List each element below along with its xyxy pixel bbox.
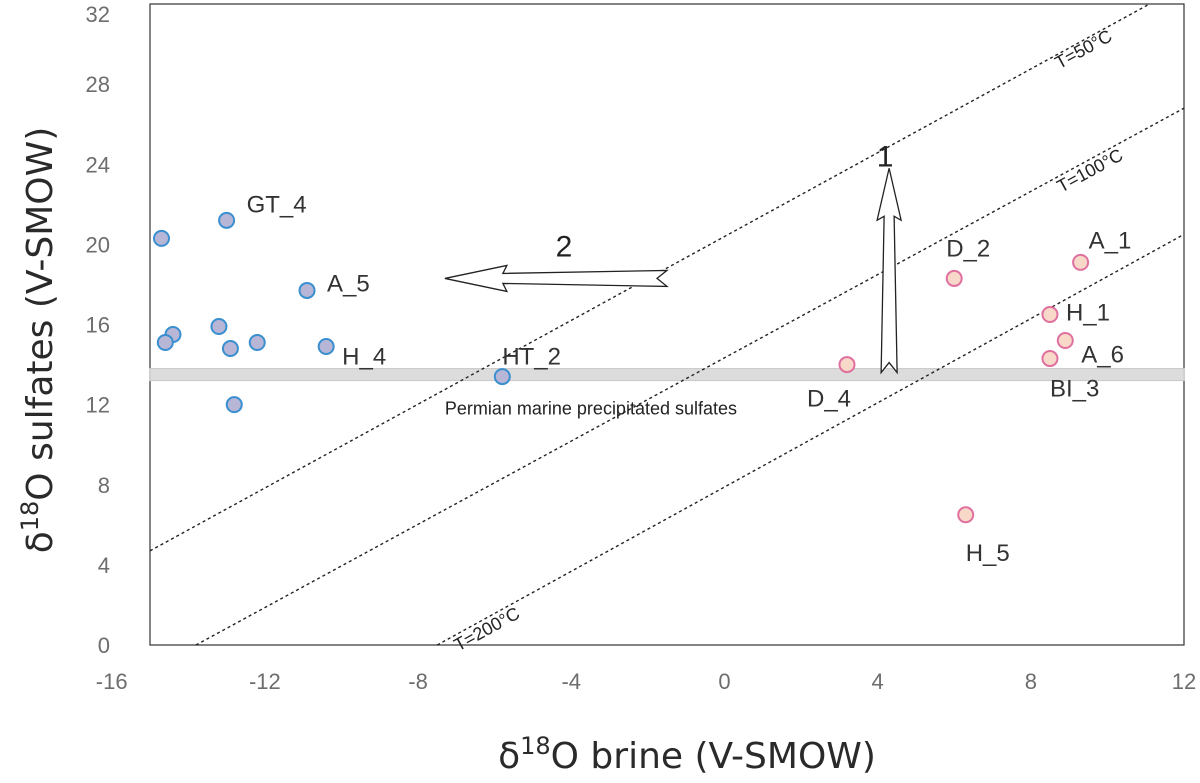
data-point: [248, 334, 266, 352]
data-point: [1072, 253, 1090, 271]
data-point: [1041, 350, 1059, 368]
data-point: [317, 338, 335, 356]
isotherm-label: T=50°C: [1052, 26, 1116, 73]
plot-frame: [149, 3, 1185, 646]
data-point: [221, 340, 239, 358]
isotherm-label: T=200°C: [451, 603, 524, 655]
isotherm-line: [436, 233, 1185, 646]
point-label: D_2: [946, 235, 990, 262]
data-point: [1041, 305, 1059, 323]
point-label: H_1: [1066, 299, 1110, 326]
isotherm-line: [195, 107, 1185, 646]
point-label: H_5: [966, 540, 1010, 567]
point-label: HT_2: [502, 344, 561, 371]
point-label: BI_3: [1050, 376, 1099, 403]
y-tick-label: 4: [98, 553, 110, 578]
arrow-1: [876, 168, 903, 375]
y-tick-label: 24: [86, 152, 110, 177]
x-tick-label: 12: [1172, 669, 1196, 694]
data-point: [957, 506, 975, 524]
x-ticks: -16 -12 -8 -4 0 4 8 12: [96, 669, 1196, 694]
data-point: [493, 368, 511, 386]
isotherm-line: [149, 3, 1150, 552]
x-tick-label: -12: [249, 669, 281, 694]
point-label: A_6: [1081, 342, 1124, 369]
data-point: [152, 229, 170, 247]
arrows: 21: [444, 140, 903, 375]
band-label: Permian marine precipitated sulfates: [445, 399, 737, 419]
isotherm-label: T=100°C: [1054, 145, 1127, 197]
y-axis-title: δ18O sulfates (V-SMOW): [16, 127, 61, 554]
x-tick-label: 0: [718, 669, 730, 694]
y-tick-label: 20: [86, 232, 110, 257]
y-ticks: 0 4 8 12 16 20 24 28 32: [86, 2, 110, 658]
x-tick-label: -4: [561, 669, 581, 694]
arrow-label: 2: [556, 230, 573, 263]
y-tick-label: 8: [98, 473, 110, 498]
permian-sulfate-band: [149, 368, 1185, 382]
x-tick-label: 4: [872, 669, 884, 694]
point-label: A_1: [1089, 227, 1132, 254]
band-layer: Permian marine precipitated sulfates: [149, 368, 1185, 419]
y-tick-label: 12: [86, 393, 110, 418]
data-point: [156, 334, 174, 352]
point-label: D_4: [807, 386, 851, 413]
data-point: [218, 211, 236, 229]
y-tick-label: 28: [86, 72, 110, 97]
x-tick-label: -16: [96, 669, 128, 694]
data-point: [210, 318, 228, 336]
y-tick-label: 0: [98, 633, 110, 658]
point-label: A_5: [327, 270, 370, 297]
y-tick-label: 16: [86, 313, 110, 338]
data-point: [1056, 332, 1074, 350]
data-point: [298, 281, 316, 299]
data-point: [838, 356, 856, 374]
reference-lines: T=50°C T=100°C T=200°C: [149, 3, 1185, 655]
data-point: [225, 396, 243, 414]
point-label: GT_4: [247, 191, 307, 218]
arrow-2: [444, 264, 669, 293]
arrow-label: 1: [877, 140, 894, 173]
y-tick-label: 32: [86, 2, 110, 27]
data-point: [945, 269, 963, 287]
x-tick-label: 8: [1025, 669, 1037, 694]
x-axis-title: δ18O brine (V-SMOW): [498, 732, 876, 777]
data-points: GT_4A_5H_4 HT_2 A_1 D_2H_1A_6BI_3 D_4H_5: [152, 191, 1132, 567]
point-label: H_4: [342, 344, 386, 371]
x-tick-label: -8: [408, 669, 428, 694]
